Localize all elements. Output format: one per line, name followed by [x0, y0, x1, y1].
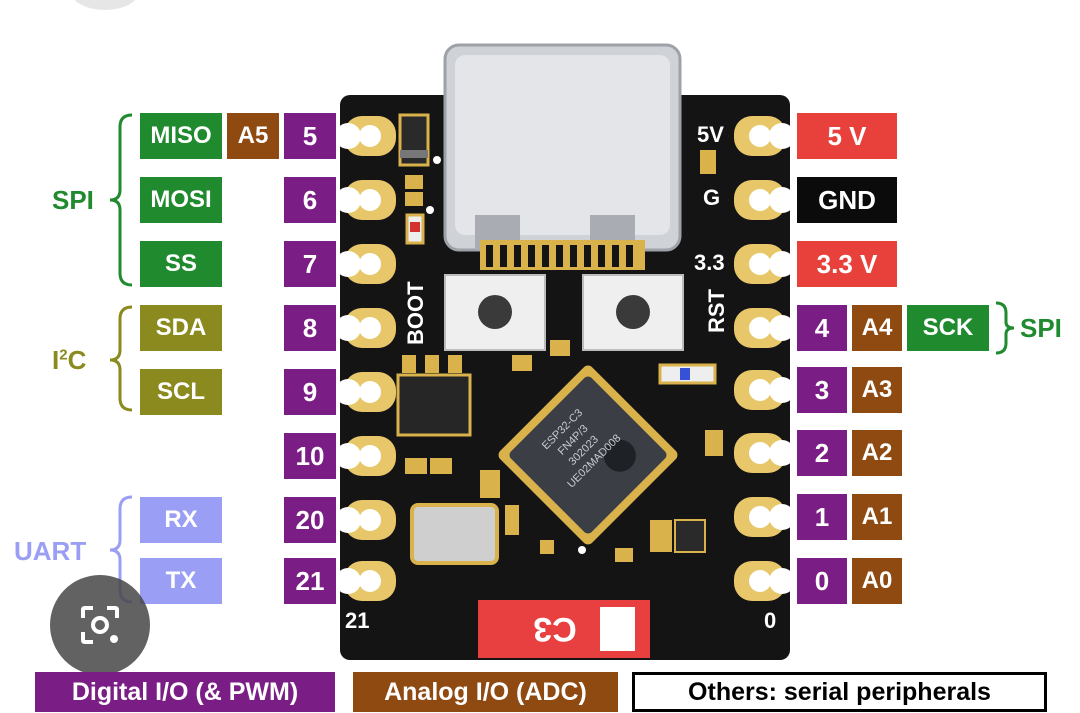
right-pad-7	[734, 561, 795, 601]
castellated-pads	[335, 116, 795, 601]
silk-5v: 5V	[697, 122, 724, 147]
analog-a5-label: A5	[227, 113, 279, 159]
tx-label: TX	[140, 558, 222, 604]
i2c-group-label: I2C	[52, 345, 87, 375]
power-3v3-label: 3.3 V	[797, 241, 897, 287]
left-pad-1	[335, 180, 396, 220]
miso-label: MISO	[140, 113, 222, 159]
pin-4: 4	[797, 305, 847, 351]
legend-digital: Digital I/O (& PWM)	[35, 672, 335, 712]
right-pad-4	[734, 370, 795, 410]
right-pad-5	[734, 433, 795, 473]
pin-2: 2	[797, 430, 847, 476]
left-pad-4	[335, 372, 396, 412]
right-pad-3	[734, 308, 795, 348]
ss-label: SS	[140, 241, 222, 287]
power-5v-label: 5 V	[797, 113, 897, 159]
pin-7: 7	[284, 241, 336, 287]
left-pad-0	[335, 116, 396, 156]
pin-8: 8	[284, 305, 336, 351]
c3-logo: C3	[533, 610, 576, 648]
scl-label: SCL	[140, 369, 222, 415]
silk-g: G	[703, 185, 721, 210]
legend-others: Others: serial peripherals	[632, 672, 1047, 712]
analog-a2-label: A2	[852, 430, 902, 476]
left-pad-3	[335, 308, 396, 348]
right-pad-0	[734, 116, 795, 156]
pin-3: 3	[797, 367, 847, 413]
right-pad-6	[734, 497, 795, 537]
pin-1: 1	[797, 494, 847, 540]
pin-10: 10	[284, 433, 336, 479]
left-pad-5	[335, 436, 396, 476]
spi-right-group-label: SPI	[1020, 313, 1062, 343]
camera-search-icon	[81, 606, 119, 644]
sda-label: SDA	[140, 305, 222, 351]
gnd-label: GND	[797, 177, 897, 223]
silk-0: 0	[764, 608, 777, 633]
pin-6: 6	[284, 177, 336, 223]
silk-21: 21	[345, 608, 370, 633]
analog-a0-label: A0	[852, 558, 902, 604]
mosi-label: MOSI	[140, 177, 222, 223]
legend-analog: Analog I/O (ADC)	[353, 672, 618, 712]
silk-3v3: 3.3	[694, 250, 725, 275]
spi-group-label: SPI	[52, 185, 94, 215]
rx-label: RX	[140, 497, 222, 543]
sck-label: SCK	[907, 305, 989, 351]
boot-silk: BOOT	[403, 281, 428, 345]
analog-a4-label: A4	[852, 305, 902, 351]
left-pad-2	[335, 244, 396, 284]
pin-21: 21	[284, 558, 336, 604]
rst-silk: RST	[704, 289, 729, 333]
smd-components	[396, 113, 723, 565]
left-pad-7	[335, 561, 396, 601]
uart-group-label: UART	[14, 536, 87, 566]
image-search-icon[interactable]	[50, 575, 150, 675]
pin-9: 9	[284, 369, 336, 415]
top-overlay-circle	[70, 0, 140, 10]
left-pad-6	[335, 500, 396, 540]
pin-0: 0	[797, 558, 847, 604]
right-pad-1	[734, 180, 795, 220]
usb-contacts	[480, 240, 645, 270]
pin-20: 20	[284, 497, 336, 543]
analog-a3-label: A3	[852, 367, 902, 413]
esp32-c3-chip: ESP32-C3 FN4P/3 302023 UE02MAD008	[498, 365, 678, 545]
right-spi-bracket	[995, 301, 1015, 355]
right-pad-2	[734, 244, 795, 284]
analog-a1-label: A1	[852, 494, 902, 540]
pin-5: 5	[284, 113, 336, 159]
usb-c-shell	[455, 55, 670, 235]
